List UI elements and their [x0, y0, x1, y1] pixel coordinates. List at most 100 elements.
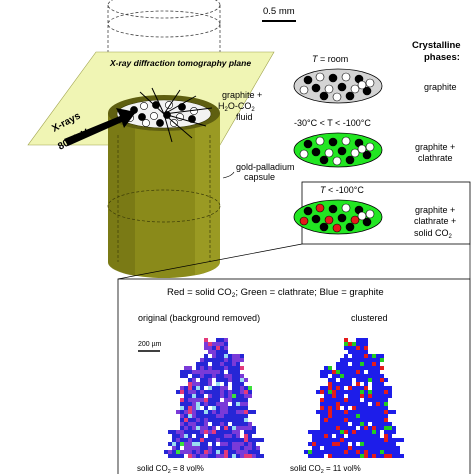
map-voxel: [216, 402, 220, 406]
map-voxel: [256, 450, 260, 454]
map-voxel: [212, 454, 216, 458]
map-voxel: [188, 386, 192, 390]
map-voxel: [328, 382, 332, 386]
map-voxel: [208, 370, 212, 374]
map-voxel: [356, 362, 360, 366]
map-voxel: [340, 370, 344, 374]
grain: [332, 92, 342, 102]
map-voxel: [356, 346, 360, 350]
map-voxel: [388, 430, 392, 434]
map-voxel: [396, 446, 400, 450]
map-voxel: [204, 362, 208, 366]
map-voxel: [240, 354, 244, 358]
map-voxel: [360, 362, 364, 366]
map-voxel: [216, 434, 220, 438]
map-voxel: [356, 418, 360, 422]
map-voxel: [236, 426, 240, 430]
map-voxel: [176, 454, 180, 458]
map-voxel: [192, 438, 196, 442]
map-voxel: [336, 402, 340, 406]
map-voxel: [192, 414, 196, 418]
map-voxel: [384, 426, 388, 430]
map-voxel: [388, 426, 392, 430]
map-voxel: [220, 414, 224, 418]
map-voxel: [220, 410, 224, 414]
map-voxel: [244, 454, 248, 458]
map-voxel: [256, 454, 260, 458]
map-voxel: [380, 438, 384, 442]
map-voxel: [196, 418, 200, 422]
map-voxel: [324, 390, 328, 394]
map-voxel: [196, 446, 200, 450]
map-voxel: [240, 454, 244, 458]
map-voxel: [212, 406, 216, 410]
map-voxel: [352, 398, 356, 402]
map-voxel: [352, 418, 356, 422]
map-voxel: [164, 450, 168, 454]
graphite-grain: [362, 217, 372, 227]
map-voxel: [380, 402, 384, 406]
map-voxel: [348, 370, 352, 374]
map-voxel: [376, 430, 380, 434]
map-voxel: [244, 406, 248, 410]
map-voxel: [308, 430, 312, 434]
map-voxel: [340, 382, 344, 386]
phase-row2-label1: graphite +: [415, 142, 455, 152]
map-voxel: [336, 414, 340, 418]
map-voxel: [216, 358, 220, 362]
map-voxel: [320, 398, 324, 402]
map-voxel: [172, 438, 176, 442]
map-voxel: [248, 390, 252, 394]
map-voxel: [212, 450, 216, 454]
map-voxel: [340, 414, 344, 418]
map-voxel: [384, 434, 388, 438]
map-voxel: [344, 402, 348, 406]
map-voxel: [324, 386, 328, 390]
map-voxel: [376, 390, 380, 394]
map-voxel: [180, 410, 184, 414]
map-voxel: [184, 438, 188, 442]
map-voxel: [376, 426, 380, 430]
map-voxel: [232, 354, 236, 358]
map-voxel: [200, 418, 204, 422]
map-voxel: [336, 406, 340, 410]
map-voxel: [244, 434, 248, 438]
map-voxel: [224, 378, 228, 382]
map-voxel: [360, 454, 364, 458]
map-voxel: [204, 378, 208, 382]
map-voxel: [208, 402, 212, 406]
map-voxel: [220, 446, 224, 450]
grain: [341, 136, 351, 146]
map-voxel: [192, 398, 196, 402]
map-voxel: [240, 442, 244, 446]
map-voxel: [208, 418, 212, 422]
map-voxel: [348, 366, 352, 370]
map-voxel: [240, 418, 244, 422]
map-voxel: [252, 426, 256, 430]
map-voxel: [328, 434, 332, 438]
map-voxel: [188, 446, 192, 450]
map-voxel: [380, 426, 384, 430]
map-voxel: [204, 406, 208, 410]
map-voxel: [240, 426, 244, 430]
map-voxel: [204, 442, 208, 446]
map-voxel: [356, 350, 360, 354]
map-voxel: [352, 342, 356, 346]
phase-row2-temp: -30°C < T < -100°C: [294, 118, 371, 128]
map-voxel: [208, 414, 212, 418]
plane-label: X-ray diffraction tomography plane: [109, 58, 251, 68]
map-voxel: [384, 442, 388, 446]
map-voxel: [344, 342, 348, 346]
map-voxel: [220, 406, 224, 410]
map-voxel: [384, 446, 388, 450]
graphite-grain: [362, 150, 372, 160]
map-voxel: [344, 450, 348, 454]
map-voxel: [328, 386, 332, 390]
map-voxel: [356, 438, 360, 442]
map-voxel: [220, 454, 224, 458]
map-voxel: [320, 434, 324, 438]
map-voxel: [244, 390, 248, 394]
map-voxel: [252, 450, 256, 454]
map-voxel: [228, 410, 232, 414]
map-voxel: [372, 434, 376, 438]
